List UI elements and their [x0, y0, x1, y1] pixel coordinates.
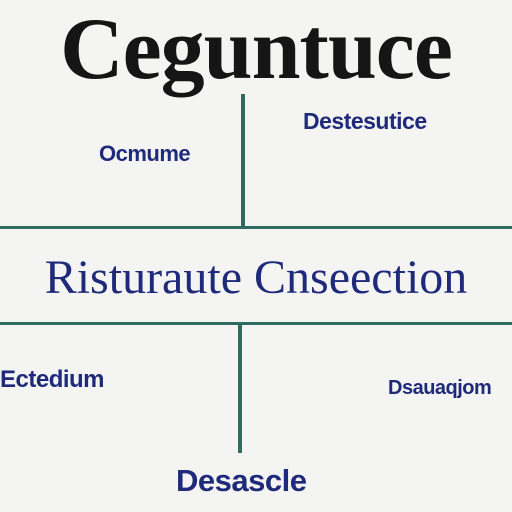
- top-horizontal-line: [0, 226, 512, 229]
- label-bottom-right: Dsauaqjom: [388, 377, 492, 399]
- label-top-left: Ocmume: [99, 141, 191, 166]
- label-bottom-left: Ectedium: [0, 366, 105, 393]
- center-box-text: Risturaute Cnseection: [44, 251, 468, 304]
- top-vertical-line: [241, 94, 245, 227]
- label-bottom-center: Desascle: [176, 463, 307, 498]
- bottom-vertical-line: [238, 325, 242, 453]
- bottom-horizontal-line: [0, 322, 512, 325]
- diagram-title: Ceguntuce: [60, 1, 453, 98]
- label-top-right: Destesutice: [303, 108, 427, 134]
